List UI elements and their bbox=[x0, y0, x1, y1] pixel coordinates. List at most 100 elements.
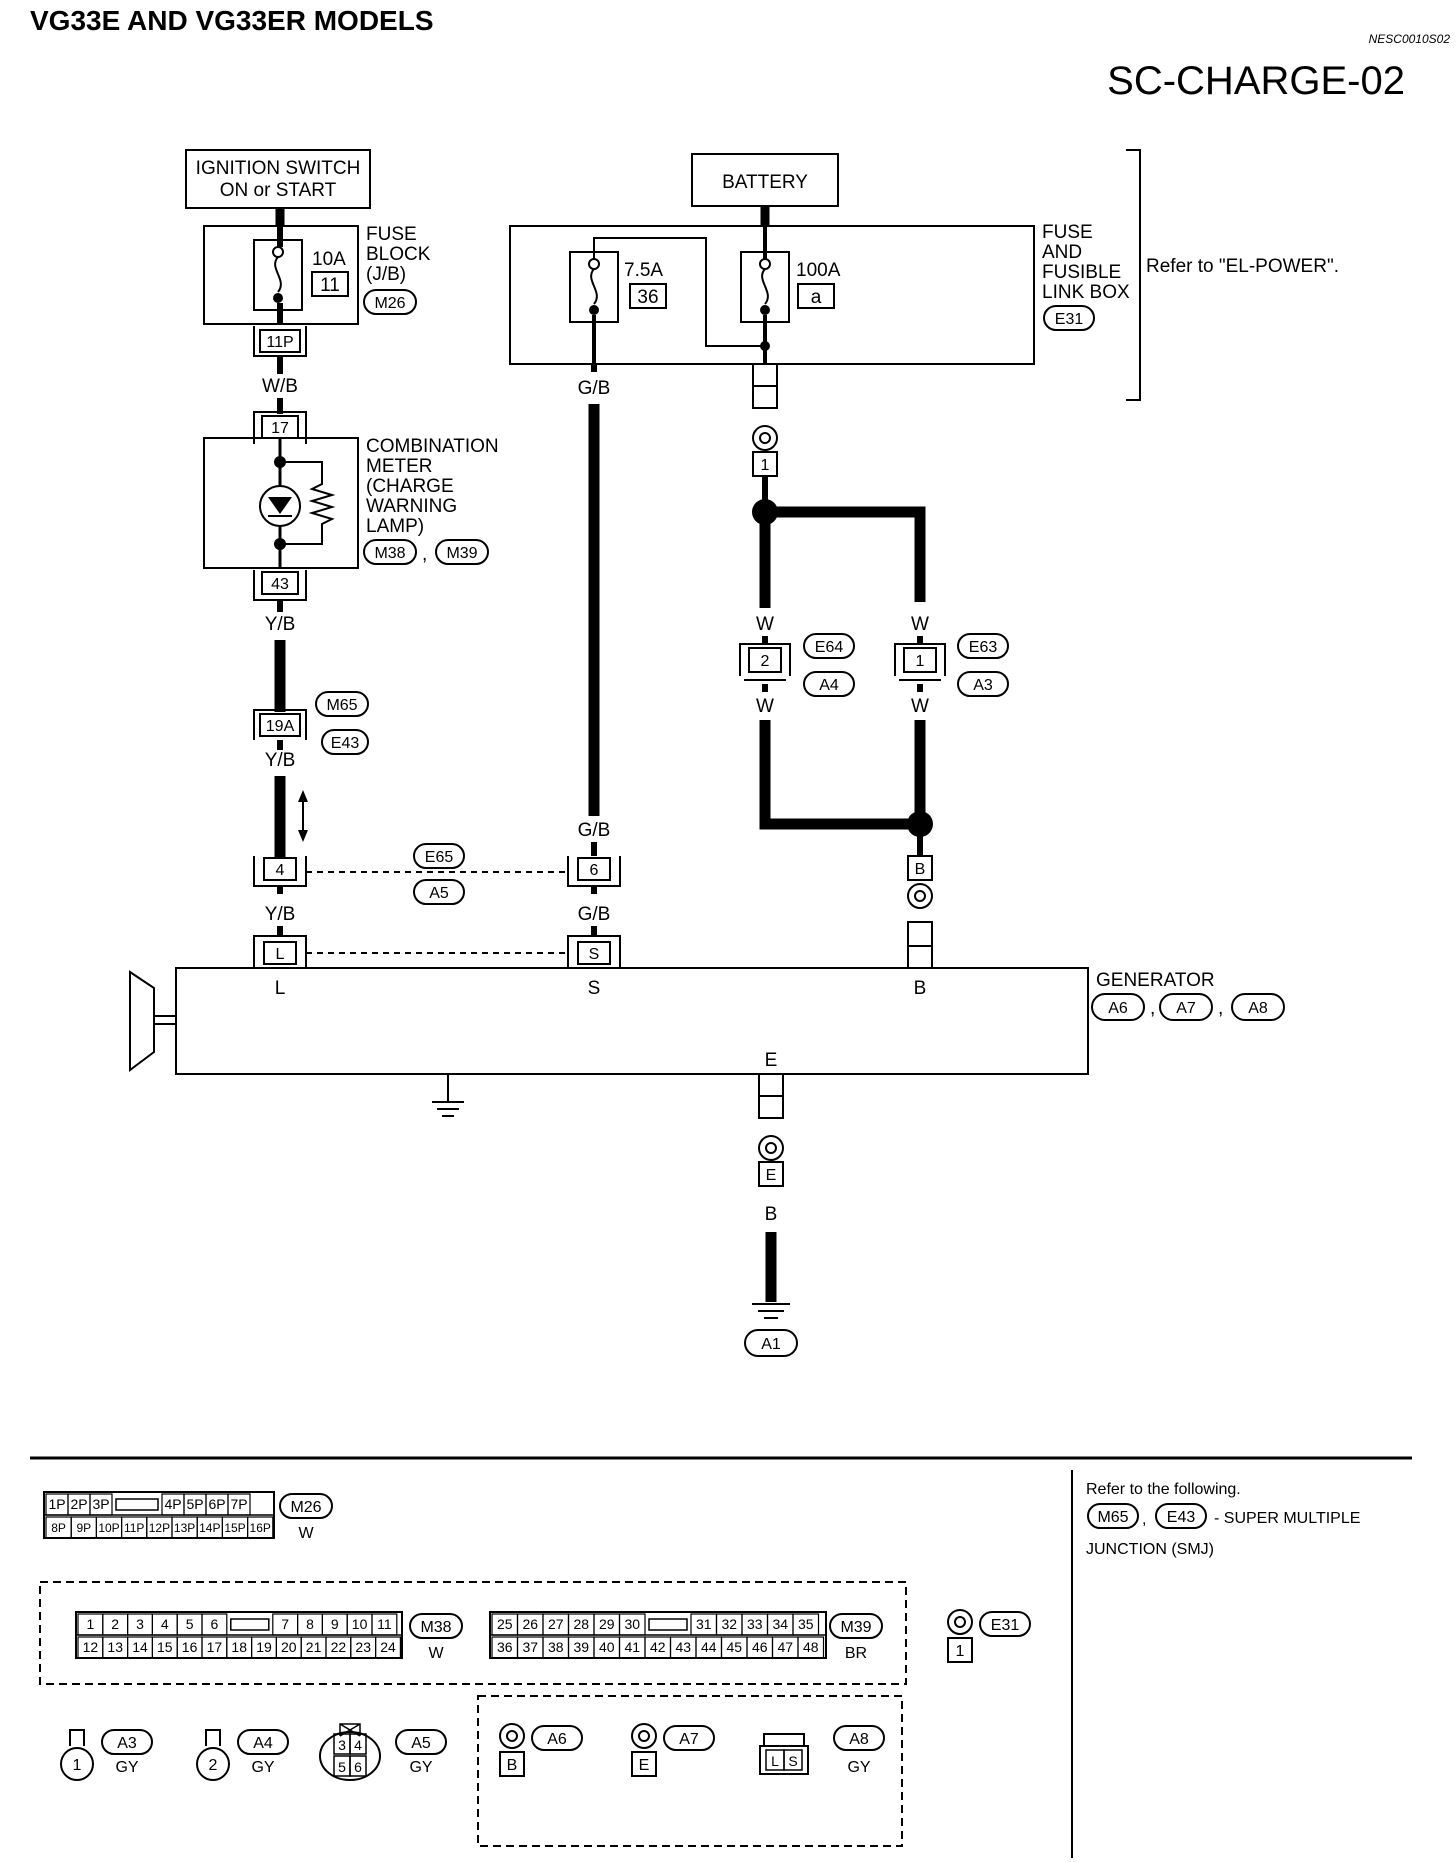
resistor-icon bbox=[280, 461, 336, 545]
generator: L S B E GENERATOR A6 , A7 , A8 bbox=[129, 967, 1285, 1117]
refer-el-power: Refer to "EL-POWER". bbox=[1146, 256, 1339, 277]
pin-number: 33 bbox=[747, 1616, 763, 1632]
legend-m39-color: BR bbox=[845, 1645, 867, 1662]
pin-number: 32 bbox=[721, 1616, 737, 1632]
combination-meter-label-3: (CHARGE bbox=[366, 476, 454, 497]
wire-b-label: B bbox=[765, 1204, 778, 1225]
legend-a5-pin-5: 5 bbox=[338, 1759, 346, 1775]
pin-number: 1P bbox=[48, 1496, 65, 1512]
legend-a6-pin: B bbox=[507, 1757, 518, 1774]
pin-number: 13 bbox=[107, 1639, 123, 1655]
generator-term-e: E bbox=[765, 1050, 778, 1071]
pin-1: 1 bbox=[916, 653, 925, 670]
legend-a5-color: GY bbox=[409, 1759, 432, 1776]
pin-number: 7P bbox=[230, 1496, 247, 1512]
legend-e31-name: E31 bbox=[991, 1617, 1020, 1634]
legend-a3-name: A3 bbox=[117, 1735, 137, 1752]
legend-a3-color: GY bbox=[115, 1759, 138, 1776]
legend-connector-a3: 1 A3 GY bbox=[60, 1729, 153, 1781]
fusible-link-box-label-3: FUSIBLE bbox=[1042, 262, 1121, 283]
legend-connector-a6: B A6 bbox=[499, 1723, 583, 1777]
connector-6: 6 bbox=[567, 856, 621, 887]
models-title: VG33E AND VG33ER MODELS bbox=[30, 5, 434, 36]
fusible-link-box: 7.5A 36 100A a FUSE AND FUSIBLE LINK BOX… bbox=[509, 222, 1130, 365]
pin-number: 47 bbox=[777, 1639, 793, 1655]
svg-text:,: , bbox=[1218, 998, 1223, 1019]
pin-number: 3P bbox=[92, 1496, 109, 1512]
refer-note-m65: M65 bbox=[1097, 1509, 1128, 1526]
connector-key bbox=[648, 1618, 688, 1631]
pin-number: 4P bbox=[164, 1496, 181, 1512]
pin-number: 12 bbox=[83, 1639, 99, 1655]
pin-number: 14 bbox=[132, 1639, 148, 1655]
legend-a7-name: A7 bbox=[679, 1731, 699, 1748]
refer-note-e43: E43 bbox=[1167, 1509, 1196, 1526]
pin-number: 5 bbox=[186, 1616, 194, 1632]
pin-number: 3 bbox=[136, 1616, 144, 1632]
pin-number: 8 bbox=[306, 1616, 314, 1632]
body-ground-icon bbox=[432, 1074, 464, 1117]
connector-17: 17 bbox=[253, 411, 307, 444]
pin-number: 45 bbox=[726, 1639, 742, 1655]
page-code: SC-CHARGE-02 bbox=[1107, 59, 1405, 103]
generator-term-s: S bbox=[588, 978, 601, 999]
pin-number: 9P bbox=[76, 1521, 91, 1535]
pin-number: 22 bbox=[331, 1639, 347, 1655]
wire-w-label-2: W bbox=[911, 614, 929, 635]
double-arrow-icon bbox=[298, 790, 308, 842]
ignition-switch-line1: IGNITION SWITCH bbox=[196, 158, 361, 179]
legend-m38-name: M38 bbox=[420, 1619, 451, 1636]
fuse-block-amp: 10A bbox=[312, 249, 346, 270]
connector-key bbox=[230, 1618, 270, 1631]
wire-gb-label-3: G/B bbox=[578, 904, 611, 925]
ignition-switch: IGNITION SWITCH ON or START bbox=[185, 149, 371, 209]
connector-1: 1 E63 A3 bbox=[894, 633, 1009, 697]
terminal-b: B bbox=[915, 861, 926, 878]
fuse-block-connector: M26 bbox=[374, 295, 405, 312]
eyelet-terminal-1: 1 bbox=[752, 425, 778, 477]
wire-yb-label-3: Y/B bbox=[265, 904, 296, 925]
legend-a5-pin-6: 6 bbox=[354, 1759, 362, 1775]
pin-number: 36 bbox=[497, 1639, 513, 1655]
svg-text:,: , bbox=[1150, 998, 1155, 1019]
pin-number: 14P bbox=[199, 1521, 220, 1535]
legend-a3-pin: 1 bbox=[73, 1757, 82, 1774]
legend-m38-color: W bbox=[428, 1645, 444, 1662]
combination-meter-label-1: COMBINATION bbox=[366, 436, 499, 457]
fuse-7-5a-no: 36 bbox=[637, 287, 658, 308]
pin-number: 44 bbox=[701, 1639, 717, 1655]
legend-group-meter bbox=[39, 1581, 907, 1685]
pin-number: 48 bbox=[803, 1639, 819, 1655]
legend-connector-e31: 1 E31 bbox=[947, 1609, 1031, 1663]
pin-number: 5P bbox=[186, 1496, 203, 1512]
fusible-link-box-label-1: FUSE bbox=[1042, 222, 1093, 243]
combination-meter-label-5: LAMP) bbox=[366, 516, 424, 537]
pin-number: 1 bbox=[87, 1616, 95, 1632]
fuse-block-label-1: FUSE bbox=[366, 224, 417, 245]
pin-4: 4 bbox=[276, 862, 285, 879]
pin-number: 26 bbox=[522, 1616, 538, 1632]
connector-label-a5: A5 bbox=[429, 885, 449, 902]
connector-key bbox=[115, 1498, 159, 1511]
pin-number: 21 bbox=[306, 1639, 322, 1655]
generator-connector-a8: A8 bbox=[1248, 1000, 1268, 1017]
meter-connector-m39: M39 bbox=[446, 545, 477, 562]
generator-term-b: B bbox=[914, 978, 927, 999]
fuse-7-5a-amp: 7.5A bbox=[624, 260, 663, 281]
pin-number: 39 bbox=[573, 1639, 589, 1655]
generator-connector-a6: A6 bbox=[1108, 1000, 1128, 1017]
pin-number: 38 bbox=[548, 1639, 564, 1655]
eyelet-terminal-b: B bbox=[907, 855, 933, 909]
pin-number: 15P bbox=[224, 1521, 245, 1535]
pin-number: 18 bbox=[231, 1639, 247, 1655]
legend-a5-name: A5 bbox=[411, 1735, 431, 1752]
pin-number: 6P bbox=[208, 1496, 225, 1512]
legend-connector-a5: 3 4 5 6 A5 GY bbox=[319, 1723, 447, 1781]
legend-group-generator bbox=[477, 1695, 903, 1847]
pin-l: L bbox=[276, 946, 285, 963]
connector-label-a3: A3 bbox=[973, 677, 993, 694]
combination-meter-label-2: METER bbox=[366, 456, 433, 477]
